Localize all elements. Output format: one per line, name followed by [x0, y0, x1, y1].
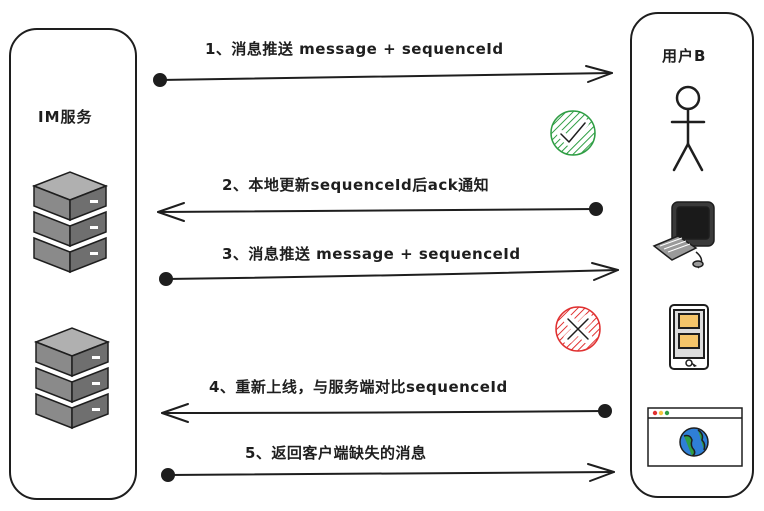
step-4-label: 4、重新上线，与服务端对比sequenceId	[209, 378, 508, 396]
server-stack-icon	[33, 327, 111, 430]
arrow-step-3	[159, 262, 619, 286]
tablet-device-icon	[669, 304, 709, 370]
stick-figure-user-icon	[670, 85, 706, 172]
failure-cross-icon	[555, 306, 601, 352]
step-3-label: 3、消息推送 message + sequenceId	[222, 245, 521, 263]
arrow-step-2	[157, 202, 603, 222]
browser-globe-icon	[647, 407, 743, 467]
step-2-label: 2、本地更新sequenceId后ack通知	[222, 176, 490, 194]
im-service-title: IM服务	[38, 108, 93, 126]
success-check-icon	[550, 110, 596, 156]
user-b-title: 用户B	[662, 47, 707, 65]
step-1-label: 1、消息推送 message + sequenceId	[205, 40, 504, 58]
arrow-step-1	[153, 65, 613, 87]
server-stack-icon	[31, 171, 109, 274]
step-5-label: 5、返回客户端缺失的消息	[245, 444, 427, 462]
arrow-step-5	[161, 463, 615, 482]
desktop-computer-icon	[652, 201, 715, 269]
arrow-step-4	[161, 403, 612, 423]
